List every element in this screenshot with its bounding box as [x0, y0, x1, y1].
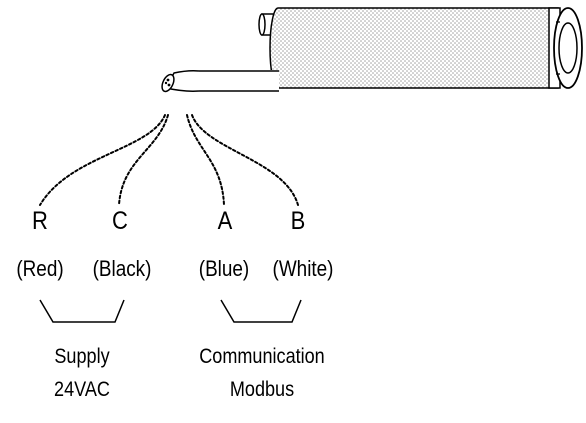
wire-color-red: (Red) — [16, 256, 64, 281]
group-communication-line1: Communication — [199, 345, 325, 368]
lead-c — [118, 114, 169, 206]
sensor-end-cap — [548, 7, 583, 89]
group-supply-line2: 24VAC — [54, 378, 110, 401]
wire-letter-c: C — [112, 207, 128, 235]
wire-color-white: (White) — [272, 256, 334, 281]
wire-color-black: (Black) — [92, 256, 152, 281]
lead-r — [39, 114, 166, 206]
cable-stub — [161, 70, 279, 93]
wire-letter-b: B — [290, 207, 306, 235]
lead-b — [191, 114, 299, 206]
lead-a — [186, 114, 225, 206]
bracket-supply — [39, 299, 125, 323]
wire-letter-r: R — [32, 207, 48, 235]
sensor-body — [269, 7, 559, 89]
sensor-device — [161, 7, 583, 93]
wire-leads — [39, 114, 299, 206]
group-brackets — [39, 299, 302, 323]
group-supply-line1: Supply — [54, 345, 110, 368]
wire-color-blue: (Blue) — [198, 256, 250, 281]
group-communication-line2: Modbus — [229, 378, 295, 401]
wire-letter-a: A — [217, 207, 233, 235]
bracket-communication — [220, 299, 302, 323]
